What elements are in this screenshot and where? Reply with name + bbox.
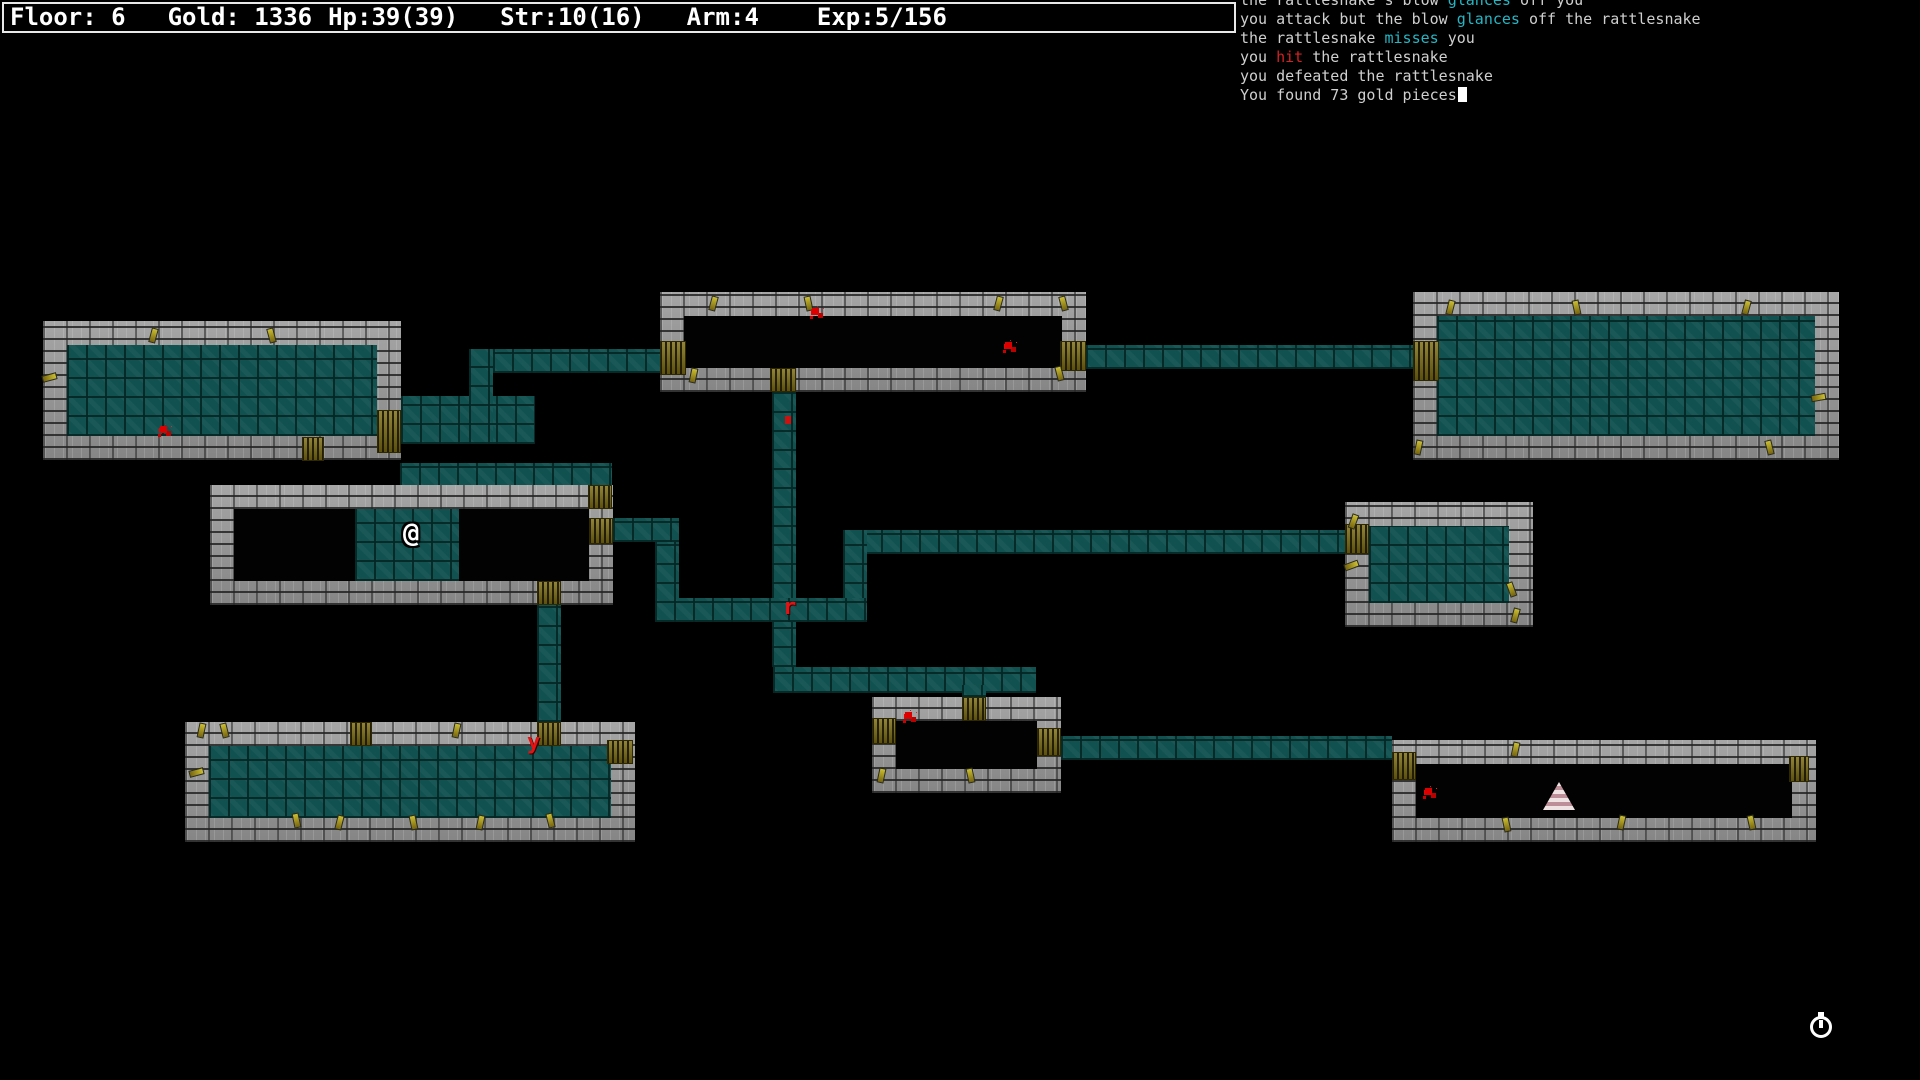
stat-exp: Exp:5/156 xyxy=(816,3,947,31)
door xyxy=(962,697,986,721)
blood-splat xyxy=(905,712,912,719)
room-top-right-floor xyxy=(1437,316,1815,436)
door xyxy=(588,485,612,509)
door xyxy=(1037,728,1061,756)
log-line: you attack but the blow glances off the … xyxy=(1240,10,1701,28)
room-top-middle-floor xyxy=(684,316,1062,368)
clock-hand xyxy=(1819,1020,1823,1028)
corridor xyxy=(655,598,867,622)
stat-floor: Floor: 6 xyxy=(10,3,126,31)
clock-stem xyxy=(1818,1012,1824,1017)
door xyxy=(1060,341,1086,371)
door xyxy=(377,410,401,453)
door xyxy=(589,518,613,544)
door xyxy=(607,740,633,764)
blood-splat xyxy=(160,426,167,433)
door xyxy=(1392,752,1416,780)
door xyxy=(872,718,896,744)
door xyxy=(1789,756,1809,782)
stat-gold: Gold: 1336 xyxy=(167,3,313,31)
stat-arm: Arm:4 xyxy=(686,3,759,31)
corridor xyxy=(1061,736,1392,760)
door xyxy=(660,341,686,375)
corridor xyxy=(613,518,679,542)
corridor xyxy=(469,349,493,444)
log-line: You found 73 gold pieces xyxy=(1240,86,1920,105)
door xyxy=(350,722,372,746)
stat-hp: Hp:39(39) xyxy=(328,3,459,31)
blood-dot xyxy=(785,416,791,424)
creature-y: y xyxy=(527,730,541,755)
corridor xyxy=(843,530,1345,554)
door xyxy=(537,722,561,746)
room-mid-right-floor xyxy=(1369,526,1509,603)
log-line: you hit the rattlesnake xyxy=(1240,48,1448,66)
status-bar: Floor: 6 Gold: 1336 Hp:39(39) Str:10(16) Arm… xyxy=(2,2,1236,33)
text-cursor xyxy=(1457,87,1467,102)
corridor xyxy=(962,685,986,697)
corridor xyxy=(772,392,796,622)
corridor xyxy=(537,605,561,722)
creature-r: r xyxy=(783,595,797,620)
corridor xyxy=(1086,345,1413,369)
room-bottom-left-floor xyxy=(209,746,611,818)
door xyxy=(1413,341,1439,381)
corridor xyxy=(401,396,535,444)
lit-floor-patch xyxy=(355,509,459,581)
log-line: you defeated the rattlesnake xyxy=(1240,67,1493,85)
room-top-left-floor xyxy=(67,345,377,436)
corridor xyxy=(772,622,796,667)
stat-str: Str:10(16) xyxy=(500,3,645,31)
room-bottom-middle-floor xyxy=(896,721,1037,769)
player-avatar[interactable]: @ xyxy=(403,518,420,549)
door xyxy=(302,437,324,461)
door xyxy=(1345,524,1369,554)
blood-splat xyxy=(1005,342,1012,349)
corridor xyxy=(773,667,1036,693)
door xyxy=(770,368,796,392)
corridor xyxy=(400,463,612,487)
corridor xyxy=(493,349,660,373)
door xyxy=(537,581,561,605)
room-bottom-right-floor xyxy=(1416,764,1792,818)
turn-clock-icon xyxy=(1810,1012,1832,1038)
log-line: the rattlesnake misses you xyxy=(1240,29,1475,47)
blood-splat xyxy=(812,308,819,315)
blood-splat xyxy=(1425,788,1432,795)
log-line: the rattlesnake's blow glances off you xyxy=(1240,0,1584,9)
